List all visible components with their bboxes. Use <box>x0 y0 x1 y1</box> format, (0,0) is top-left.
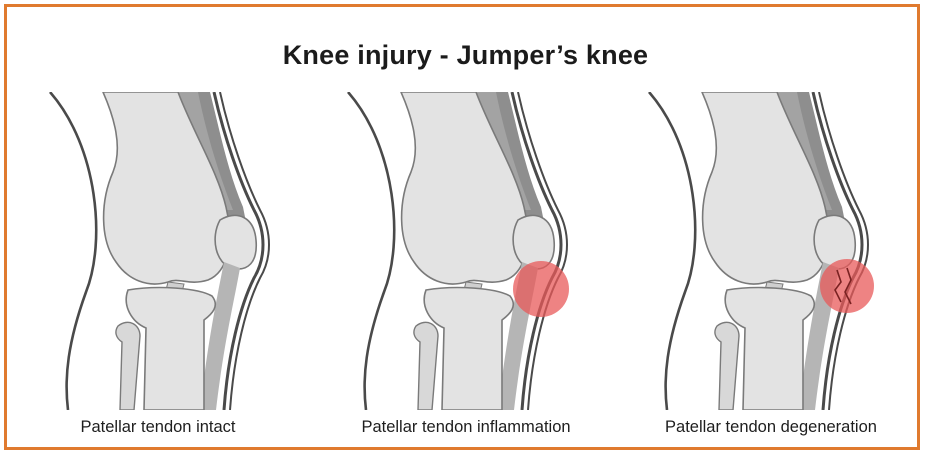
caption-degeneration: Patellar tendon degeneration <box>621 418 921 437</box>
knee-diagram-degeneration <box>627 92 927 410</box>
caption-inflammation: Patellar tendon inflammation <box>316 418 616 437</box>
degeneration-highlight <box>820 259 874 313</box>
knee-diagram-inflammation <box>326 92 626 410</box>
knee-diagram-intact <box>28 92 328 410</box>
inflammation-highlight <box>513 261 569 317</box>
figure-title: Knee injury - Jumper’s knee <box>0 40 931 71</box>
caption-intact: Patellar tendon intact <box>8 418 308 437</box>
